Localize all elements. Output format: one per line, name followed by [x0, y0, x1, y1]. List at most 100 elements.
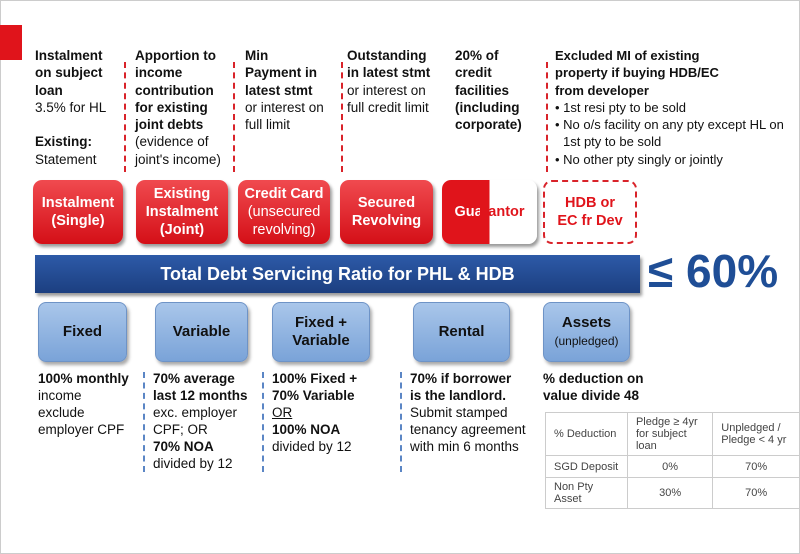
text: value divide 48 — [543, 388, 640, 403]
label: Fixed — [62, 323, 103, 340]
box-fixed: Fixed — [38, 302, 127, 362]
text: (evidence of — [135, 134, 209, 150]
text: last 12 months — [153, 388, 248, 403]
label: Existing — [153, 186, 211, 202]
text: full credit limit — [347, 99, 429, 115]
text: contribution — [135, 82, 214, 98]
text: in latest stmt — [347, 65, 431, 81]
label: Rental — [438, 323, 485, 340]
divider — [124, 62, 126, 172]
label: Guarantor — [442, 203, 537, 221]
box-guarantor: Guarantor — [442, 180, 537, 244]
divider — [341, 62, 343, 172]
bullet: No other pty singly or jointly — [563, 151, 723, 167]
text: or interest on — [347, 82, 426, 98]
text: 100% NOA — [272, 422, 341, 437]
label: (unsecured — [247, 204, 321, 220]
text: 3.5% for HL — [35, 99, 107, 115]
label: EC fr Dev — [557, 213, 623, 229]
label: Fixed + — [294, 314, 348, 331]
income-fixed: 100% monthly income exclude employer CPF — [38, 370, 129, 438]
label: Assets — [561, 314, 612, 331]
text: full limit — [245, 117, 291, 133]
text: on subject — [35, 65, 103, 81]
label: Credit Card — [244, 186, 324, 202]
text: joint's income) — [135, 151, 221, 167]
text: from developer — [555, 82, 649, 98]
text: (including — [455, 99, 520, 115]
cell: Non Pty Asset — [545, 477, 628, 509]
box-hdb-ec: HDB or EC fr Dev — [543, 180, 637, 244]
label: (unpledged) — [554, 334, 619, 348]
text: 100% monthly — [38, 371, 129, 386]
text: divided by 12 — [153, 456, 233, 471]
text: Apportion to — [135, 48, 216, 63]
text: 20% of — [455, 48, 499, 63]
text: latest stmt — [245, 82, 313, 98]
text: 70% if borrower — [410, 371, 512, 386]
text: for existing — [135, 99, 208, 115]
text: income — [135, 65, 183, 81]
header-cell: Pledge ≥ 4yr for subject loan — [626, 412, 714, 456]
text: credit — [455, 65, 492, 81]
box-rental: Rental — [413, 302, 510, 362]
corner-accent — [0, 25, 22, 60]
text: or interest on — [245, 99, 324, 115]
text: exclude — [38, 405, 85, 420]
label: Revolving — [351, 213, 422, 229]
label: (Joint) — [159, 222, 205, 238]
text: Existing: — [35, 134, 93, 150]
tdsr-ratio: ≤ 60% — [648, 245, 779, 297]
divider — [400, 372, 402, 472]
bullet: No o/s facility on any pty except HL on … — [563, 117, 784, 150]
text: OR — [272, 405, 293, 420]
box-assets: Assets (unpledged) — [543, 302, 630, 362]
label: HDB or — [565, 195, 615, 211]
text: employer CPF — [38, 422, 125, 437]
text: 70% NOA — [153, 439, 214, 454]
bullet: 1st resi pty to be sold — [563, 99, 687, 115]
label: (Single) — [51, 213, 105, 229]
cell: 70% — [712, 477, 800, 509]
text: 100% Fixed + — [272, 371, 358, 386]
label: Instalment — [145, 204, 219, 220]
text: divided by 12 — [272, 439, 352, 454]
text: Instalment — [35, 48, 103, 63]
text: tenancy agreement — [410, 422, 526, 437]
divider — [546, 62, 548, 172]
text: 70% average — [153, 371, 235, 386]
cell: 30% — [626, 477, 714, 509]
text: Statement — [35, 151, 97, 167]
text: loan — [35, 82, 63, 98]
tdsr-title: Total Debt Servicing Ratio for PHL & HDB — [160, 263, 515, 284]
text: is the landlord. — [410, 388, 507, 403]
label: Variable — [292, 332, 350, 349]
text: Min — [245, 48, 269, 63]
tdsr-bar: Total Debt Servicing Ratio for PHL & HDB — [35, 255, 640, 293]
box-instalment-single: Instalment(Single) — [33, 180, 123, 244]
cell: SGD Deposit — [545, 455, 628, 478]
label: revolving) — [252, 222, 316, 238]
divider — [233, 62, 235, 172]
text: income — [38, 388, 82, 403]
text: property if buying HDB/EC — [555, 65, 719, 81]
text: corporate) — [455, 117, 522, 133]
box-fixed-variable: Fixed +Variable — [272, 302, 370, 362]
text: joint debts — [135, 117, 204, 133]
header-cell: Unpledged / Pledge < 4 yr — [712, 412, 800, 456]
label: Secured — [357, 195, 416, 211]
